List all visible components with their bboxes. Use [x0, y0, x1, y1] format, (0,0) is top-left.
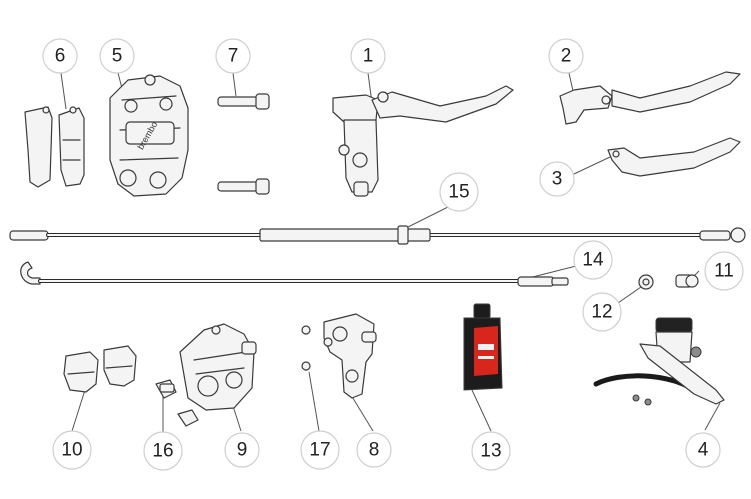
callout-5: 5: [99, 38, 135, 74]
brake-fluid-bottle: [463, 303, 503, 391]
rear-caliper-bolts: [155, 379, 199, 427]
callout-17: 17: [300, 430, 340, 470]
clutch-lever-assembly: [559, 71, 741, 125]
fluid-reservoir-kit: [593, 317, 725, 406]
rear-master-cylinder-screws: [301, 325, 311, 371]
short-brake-hose: [20, 261, 569, 287]
svg-text:2: 2: [561, 46, 572, 67]
svg-text:12: 12: [591, 302, 612, 323]
svg-text:5: 5: [112, 46, 123, 67]
callout-14: 14: [573, 240, 613, 280]
rear-brake-pads: [63, 345, 137, 393]
callout-4: 4: [685, 432, 721, 468]
callout-3: 3: [539, 161, 575, 197]
svg-text:11: 11: [714, 261, 734, 282]
svg-text:10: 10: [61, 440, 82, 461]
svg-text:7: 7: [228, 46, 239, 67]
svg-text:16: 16: [152, 441, 173, 462]
callout-16: 16: [143, 431, 183, 471]
caliper-mounting-bolts: [217, 93, 270, 195]
leader-lines: [60, 72, 721, 432]
callout-12: 12: [582, 292, 622, 332]
front-brake-caliper: brembo: [109, 74, 189, 197]
callout-7: 7: [215, 38, 251, 74]
svg-text:8: 8: [369, 440, 380, 461]
svg-text:1: 1: [363, 46, 374, 67]
callout-9: 9: [224, 432, 260, 468]
rear-brake-master-cylinder: [323, 313, 377, 399]
callout-2: 2: [548, 38, 584, 74]
svg-text:6: 6: [55, 46, 66, 67]
callout-11: 11: [704, 251, 744, 291]
spare-lever: [607, 137, 741, 177]
front-brake-master-cylinder: [332, 85, 514, 197]
svg-text:17: 17: [309, 440, 330, 461]
svg-text:14: 14: [582, 250, 604, 271]
svg-text:4: 4: [698, 440, 709, 461]
callout-10: 10: [52, 430, 92, 470]
callout-6: 6: [42, 38, 78, 74]
front-brake-pads: [24, 106, 85, 188]
sealing-washer: [638, 274, 654, 290]
callout-8: 8: [356, 432, 392, 468]
svg-text:3: 3: [552, 169, 563, 190]
callout-1: 1: [350, 38, 386, 74]
svg-text:13: 13: [480, 441, 501, 462]
svg-text:15: 15: [448, 182, 469, 203]
long-brake-hose: [9, 225, 746, 245]
svg-text:9: 9: [237, 440, 248, 461]
callout-15: 15: [439, 172, 479, 212]
rear-brake-caliper: [179, 323, 257, 411]
callout-13: 13: [471, 431, 511, 471]
banjo-bolt: [675, 274, 699, 288]
